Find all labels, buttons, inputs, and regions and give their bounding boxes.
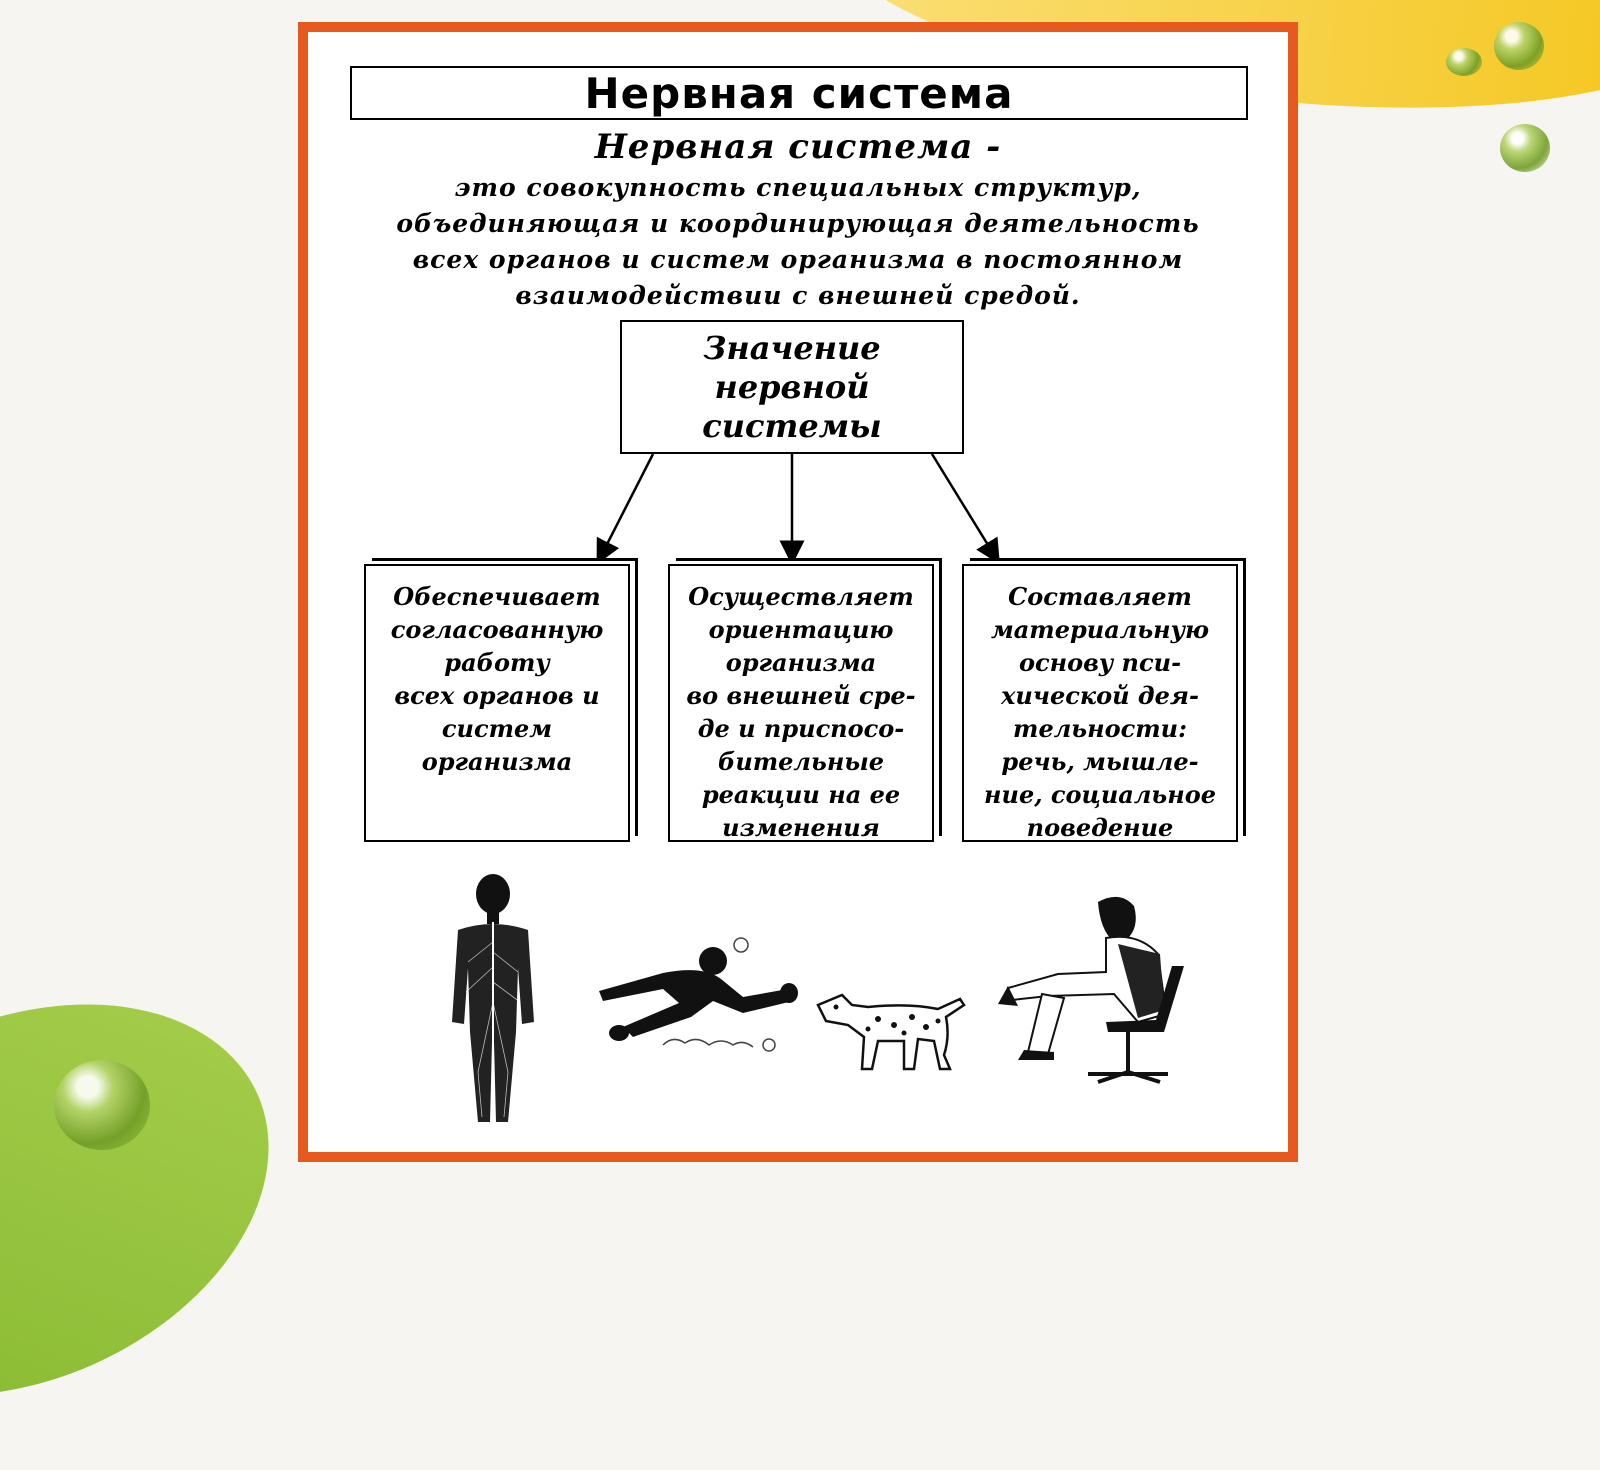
water-drop-icon [1446, 48, 1482, 76]
slide-panel: Нервная система Нервная система - это со… [298, 22, 1298, 1162]
definition-line: объединяющая и координирующая деятельнос… [396, 209, 1200, 238]
human-nervous-system-illustration [452, 874, 534, 1122]
function-line: во внешней сре- [686, 681, 916, 710]
function-line: реакции на ее [701, 780, 901, 809]
water-drop-icon [1494, 22, 1544, 70]
function-line: ние, социальное [984, 780, 1216, 809]
thinking-man-illustration [998, 896, 1184, 1084]
arrow-left [596, 453, 655, 565]
function-line: организма [725, 648, 877, 677]
definition-line: взаимодействии с внешней средой. [515, 281, 1081, 310]
function-line: бительные [717, 747, 885, 776]
center-node-line: системы [702, 406, 882, 445]
function-box-mental-activity: Составляет материальную основу пси- хиче… [962, 564, 1238, 842]
function-line: материальную [990, 615, 1210, 644]
function-line: согласованную [390, 615, 604, 644]
function-line: Обеспечивает [393, 582, 601, 611]
center-node-line: Значение [703, 328, 881, 367]
center-node: Значение нервной системы [620, 320, 964, 454]
running-boy-illustration [599, 937, 798, 1052]
definition-text: Нервная система - это совокупность специ… [328, 127, 1268, 314]
function-box-orientation: Осуществляет ориентацию организма во вне… [668, 564, 934, 842]
page-title: Нервная система [584, 68, 1014, 118]
function-line: де и приспосо- [697, 714, 905, 743]
definition-line: это совокупность специальных структур, [454, 173, 1142, 202]
function-line: организма [421, 747, 573, 776]
title-box: Нервная система [350, 66, 1248, 120]
function-line: ориентацию [708, 615, 894, 644]
function-line: речь, мышле- [1001, 747, 1199, 776]
function-line: хической дея- [1001, 681, 1199, 710]
water-drop-icon [1500, 124, 1550, 172]
center-node-line: нервной [714, 367, 870, 406]
water-drop-icon [54, 1060, 150, 1150]
function-line: тельности: [1013, 714, 1187, 743]
function-line: систем [441, 714, 553, 743]
function-line: Составляет [1008, 582, 1192, 611]
arrow-right [930, 453, 1000, 565]
function-line: поведение [1026, 813, 1174, 842]
function-line: основу пси- [1018, 648, 1182, 677]
function-line: всех органов и [394, 681, 600, 710]
function-line: работу [444, 648, 550, 677]
dog-illustration [816, 993, 966, 1071]
function-box-coordination: Обеспечивает согласованную работу всех о… [364, 564, 630, 842]
function-line: Осуществляет [688, 582, 914, 611]
function-line: изменения [722, 813, 880, 842]
definition-term: Нервная система - [594, 127, 1002, 167]
definition-line: всех органов и систем организма в постоя… [412, 245, 1184, 274]
